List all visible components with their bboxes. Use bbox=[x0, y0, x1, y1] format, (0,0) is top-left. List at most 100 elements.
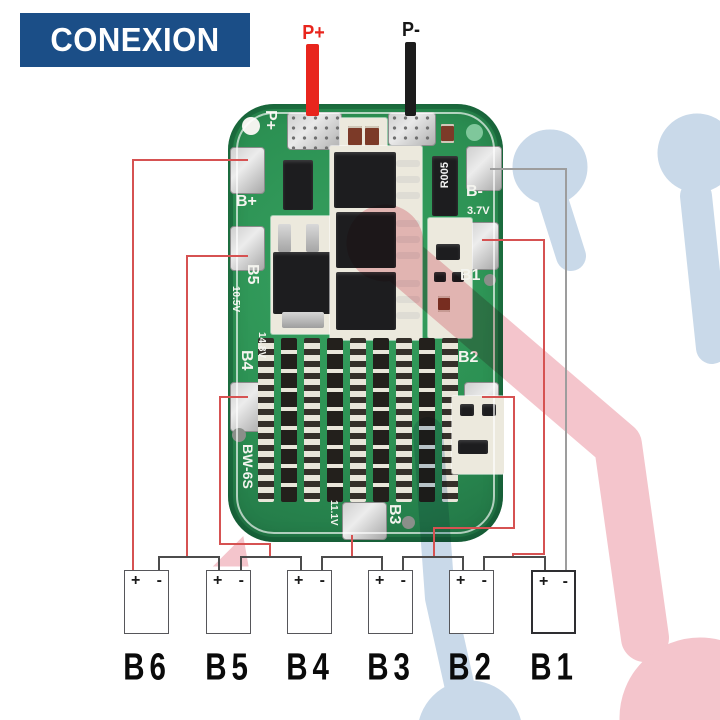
plus-terminal: + bbox=[539, 573, 549, 590]
wire-b1 bbox=[543, 239, 545, 555]
component-leg bbox=[306, 224, 319, 252]
capacitor-icon bbox=[348, 126, 362, 147]
mosfet-pin bbox=[396, 252, 420, 259]
silkscreen-b-minus: B- bbox=[466, 183, 483, 200]
pad-b-plus bbox=[230, 147, 265, 194]
capacitor-icon bbox=[438, 296, 450, 312]
silkscreen-14-8v: 14.8V bbox=[256, 332, 267, 359]
plus-terminal: + bbox=[294, 572, 304, 589]
plus-terminal: + bbox=[456, 572, 466, 589]
p-minus-label: P- bbox=[402, 19, 420, 41]
resistor-column bbox=[373, 338, 389, 502]
minus-terminal: - bbox=[400, 572, 406, 589]
series-jumper bbox=[321, 556, 383, 572]
battery-cell-b2: + - bbox=[449, 570, 494, 634]
smd-component bbox=[458, 440, 488, 454]
pack-negative-wire bbox=[405, 42, 416, 116]
series-jumper bbox=[158, 556, 220, 572]
mosfet-pin bbox=[396, 220, 420, 227]
smd-component bbox=[482, 404, 496, 416]
resistor-column bbox=[258, 338, 274, 502]
mosfet-tab bbox=[282, 312, 324, 328]
wire-b4 bbox=[219, 396, 248, 398]
transistor-icon bbox=[436, 244, 460, 260]
wire-b2 bbox=[482, 396, 515, 398]
wire-b4 bbox=[219, 543, 271, 545]
wire-b2 bbox=[433, 527, 515, 529]
minus-terminal: - bbox=[156, 572, 162, 589]
battery-label-b1: B1 bbox=[530, 644, 578, 688]
resistor-column bbox=[281, 338, 297, 502]
pack-positive-wire bbox=[306, 44, 319, 116]
mosfet-pin bbox=[396, 280, 420, 287]
wire-b5 bbox=[186, 255, 248, 257]
battery-label-b2: B2 bbox=[448, 644, 496, 688]
resistor-array bbox=[258, 338, 460, 502]
minus-terminal: - bbox=[562, 573, 568, 590]
smd-component bbox=[460, 404, 474, 416]
shunt-resistor: R005 bbox=[432, 156, 458, 216]
mosfet-icon bbox=[334, 152, 396, 208]
component-leg bbox=[278, 224, 291, 252]
battery-label-b4: B4 bbox=[286, 644, 334, 688]
mosfet-pin bbox=[396, 312, 420, 319]
mounting-hole bbox=[242, 117, 260, 135]
series-jumper bbox=[240, 556, 302, 572]
wire-b1 bbox=[482, 239, 545, 241]
pad-pack-negative bbox=[388, 112, 436, 146]
mosfet-icon bbox=[336, 272, 396, 330]
minus-terminal: - bbox=[319, 572, 325, 589]
plus-terminal: + bbox=[131, 572, 141, 589]
battery-cell-b6: + - bbox=[124, 570, 169, 634]
wire-b-plus bbox=[132, 159, 134, 570]
plus-terminal: + bbox=[213, 572, 223, 589]
silkscreen-b5: B5 bbox=[244, 264, 261, 285]
pad-b3 bbox=[342, 502, 387, 540]
wire-b-plus bbox=[132, 159, 248, 161]
wire-b2 bbox=[513, 396, 515, 529]
battery-label-b6: B6 bbox=[123, 644, 171, 688]
mosfet-icon bbox=[273, 252, 332, 314]
series-jumper bbox=[483, 556, 546, 572]
silkscreen-b1: B1 bbox=[460, 267, 481, 284]
wire-b1 bbox=[512, 553, 514, 558]
wire-b3 bbox=[351, 535, 353, 558]
mosfet-pin bbox=[396, 192, 420, 199]
mosfet-pin bbox=[396, 160, 420, 167]
wire-b5 bbox=[186, 255, 188, 558]
battery-cell-b3: + - bbox=[368, 570, 413, 634]
resistor-column bbox=[350, 338, 366, 502]
mounting-hole bbox=[232, 428, 246, 442]
silkscreen-10-5v: 10.5V bbox=[230, 286, 241, 313]
silkscreen-model: BW-6S bbox=[240, 444, 256, 489]
mosfet-pin bbox=[396, 296, 420, 303]
mosfet-pin bbox=[396, 236, 420, 243]
wire-b4 bbox=[269, 543, 271, 558]
mosfet-icon bbox=[336, 212, 396, 268]
silkscreen-b3: B3 bbox=[386, 504, 403, 525]
wire-b2 bbox=[433, 527, 435, 558]
wire-b-minus bbox=[490, 168, 567, 170]
wire-b4 bbox=[219, 396, 221, 545]
battery-cell-b5: + - bbox=[206, 570, 251, 634]
plus-terminal: + bbox=[375, 572, 385, 589]
brand-title: CONEXION bbox=[50, 20, 220, 59]
silkscreen-b-plus: B+ bbox=[236, 193, 257, 210]
mosfet-icon bbox=[283, 160, 313, 210]
p-plus-label: P+ bbox=[302, 22, 325, 44]
silkscreen-b2: B2 bbox=[458, 349, 479, 366]
resistor-column bbox=[304, 338, 320, 502]
minus-terminal: - bbox=[481, 572, 487, 589]
pad-pack-positive bbox=[287, 112, 342, 150]
pad-b5 bbox=[230, 226, 265, 271]
mosfet-pin bbox=[396, 176, 420, 183]
series-jumper bbox=[402, 556, 464, 572]
shunt-label: R005 bbox=[439, 162, 451, 189]
silkscreen-p-plus: P+ bbox=[262, 110, 279, 131]
bms-board: R005 P+ B+ B5 10.5V 14.8V B4 bbox=[228, 104, 504, 542]
mounting-hole bbox=[466, 124, 483, 141]
battery-cell-b1: + - bbox=[531, 570, 576, 634]
resistor-column bbox=[419, 338, 435, 502]
resistor-column bbox=[327, 338, 343, 502]
